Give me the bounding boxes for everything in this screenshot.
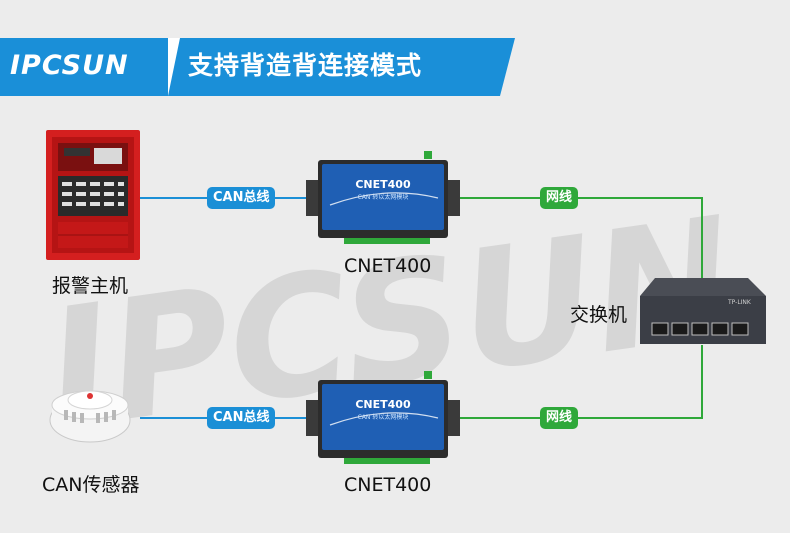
fire-alarm-panel-icon [46,130,140,260]
switch-brand-text: TP-LINK [728,299,751,306]
smoke-sensor-icon [49,390,131,443]
fire-panel-label: 报警主机 [52,275,129,297]
can-bus-badge-bottom: CAN总线 [207,407,276,429]
cnet400-device-top [306,151,460,244]
switch-label: 交换机 [570,304,628,326]
page-title: 支持背造背连接模式 [188,51,423,80]
brand-banner [0,38,168,96]
network-switch-icon [640,278,766,344]
cnet-top-sub-text: CAN 转以太网模块 [357,194,409,201]
smoke-sensor-label: CAN传感器 [42,474,140,496]
can-bus-badge-top: CAN总线 [207,187,276,209]
cnet-top-label: CNET400 [344,255,432,277]
network-line-bottom [458,345,703,419]
cnet-bottom-label: CNET400 [344,474,432,496]
brand-logo-text: IPCSUN [10,50,129,81]
cnet-top-model-text: CNET400 [355,178,411,191]
cnet-bottom-model-text: CNET400 [355,398,411,411]
network-badge-bottom: 网线 [540,407,579,429]
title-banner-shape [150,38,515,96]
cnet400-device-bottom [306,371,460,464]
network-badge-top: 网线 [540,187,579,209]
cnet-bottom-sub-text: CAN 转以太网模块 [357,414,409,421]
network-line-top [458,197,703,282]
